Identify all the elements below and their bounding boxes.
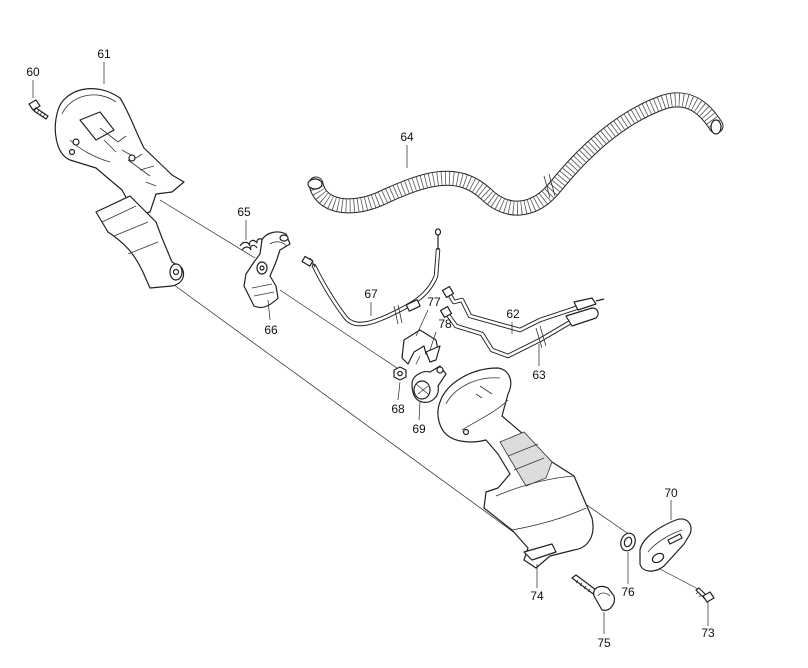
part-74-front-housing[interactable] [437, 367, 594, 569]
label-60: 60 [26, 65, 40, 79]
label-61: 61 [97, 47, 111, 61]
part-63-cord[interactable] [439, 305, 599, 359]
part-66-throttle-trigger[interactable] [243, 231, 291, 309]
label-74: 74 [530, 589, 544, 603]
part-65-spring[interactable] [239, 238, 265, 251]
label-73: 73 [701, 626, 715, 640]
part-64-hose[interactable] [307, 92, 724, 216]
callout-labels: 60 61 62 63 64 65 66 67 68 69 70 73 74 7… [26, 47, 715, 650]
part-78-holder[interactable] [415, 345, 441, 365]
label-78: 78 [438, 317, 452, 331]
part-68-nut[interactable] [393, 366, 407, 381]
label-75: 75 [597, 636, 611, 650]
label-65: 65 [237, 205, 251, 219]
label-67: 67 [364, 287, 378, 301]
label-70: 70 [664, 486, 678, 500]
label-62: 62 [506, 307, 520, 321]
part-73-screw[interactable] [695, 587, 715, 603]
label-76: 76 [621, 585, 635, 599]
part-67-throttle-cable[interactable] [301, 228, 442, 327]
part-70-grip-cover[interactable] [639, 518, 692, 572]
label-63: 63 [532, 368, 546, 382]
part-76-washer[interactable] [618, 531, 637, 553]
part-75-knob-bolt[interactable] [571, 574, 615, 611]
label-64: 64 [400, 130, 414, 144]
label-69: 69 [412, 422, 426, 436]
part-77-cable-clip[interactable] [401, 329, 439, 365]
label-68: 68 [391, 402, 405, 416]
callout-leaders [32, 62, 709, 634]
part-60-screw[interactable] [28, 99, 49, 120]
label-77: 77 [427, 295, 441, 309]
part-62-cord[interactable] [441, 285, 605, 333]
label-66: 66 [264, 323, 278, 337]
part-69-switch[interactable] [411, 365, 447, 403]
part-61-rear-housing[interactable] [54, 88, 185, 289]
